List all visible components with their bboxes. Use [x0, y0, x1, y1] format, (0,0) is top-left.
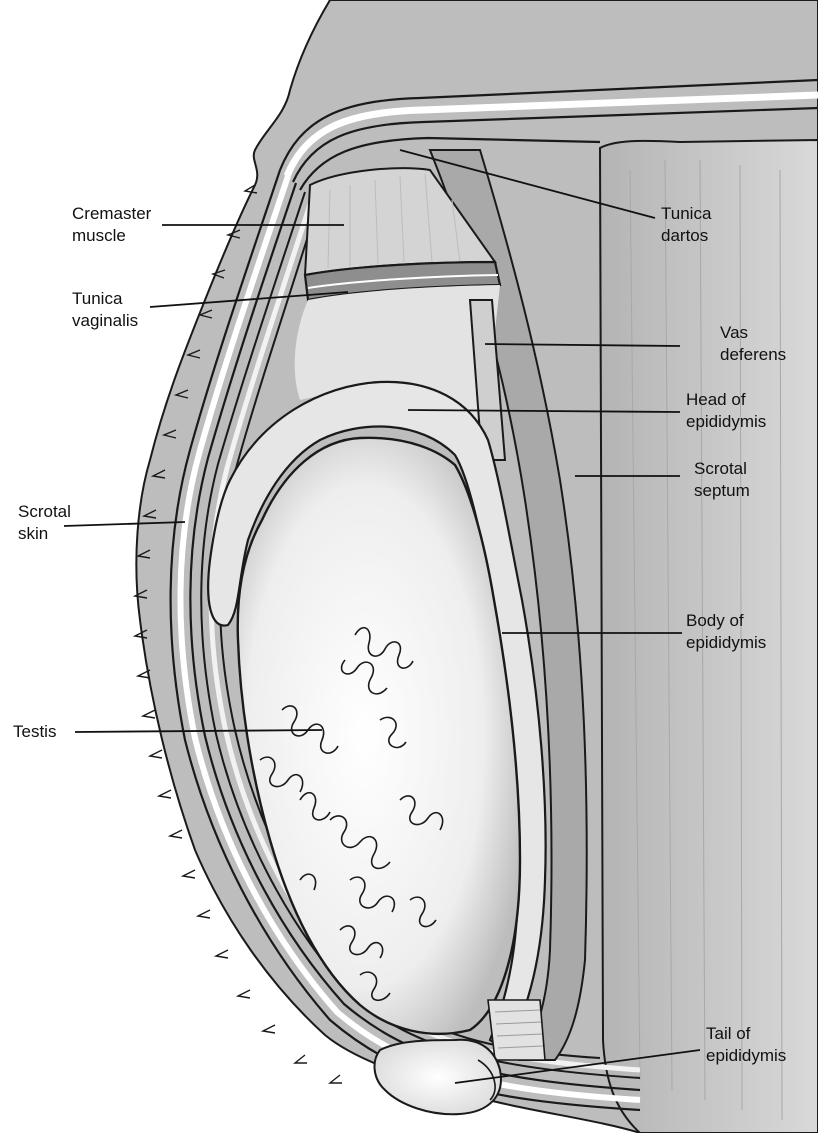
label-tunica-vaginalis-line2: vaginalis — [72, 310, 138, 332]
tail-of-epididymis — [375, 1040, 501, 1114]
label-head-of-epididymis: Head of epididymis — [686, 389, 766, 433]
scrotal-ligament — [488, 1000, 545, 1060]
label-body-of-epididymis-line2: epididymis — [686, 632, 766, 654]
label-tunica-vaginalis: Tunica vaginalis — [72, 288, 138, 332]
label-body-of-epididymis: Body of epididymis — [686, 610, 766, 654]
label-testis-line1: Testis — [13, 721, 56, 743]
label-vas-deferens-line1: Vas — [720, 322, 786, 344]
label-tail-of-epididymis-line2: epididymis — [706, 1045, 786, 1067]
label-tunica-dartos-line2: dartos — [661, 225, 711, 247]
label-head-of-epididymis-line2: epididymis — [686, 411, 766, 433]
label-tail-of-epididymis-line1: Tail of — [706, 1023, 786, 1045]
label-vas-deferens-line2: deferens — [720, 344, 786, 366]
label-scrotal-skin-line2: skin — [18, 523, 71, 545]
label-cremaster-line2: muscle — [72, 225, 151, 247]
label-scrotal-skin-line1: Scrotal — [18, 501, 71, 523]
label-scrotal-septum: Scrotal septum — [694, 458, 750, 502]
label-scrotal-skin: Scrotal skin — [18, 501, 71, 545]
label-head-of-epididymis-line1: Head of — [686, 389, 766, 411]
label-tunica-dartos-line1: Tunica — [661, 203, 711, 225]
label-scrotal-septum-line1: Scrotal — [694, 458, 750, 480]
label-tunica-dartos: Tunica dartos — [661, 203, 711, 247]
label-cremaster-muscle: Cremaster muscle — [72, 203, 151, 247]
label-tunica-vaginalis-line1: Tunica — [72, 288, 138, 310]
label-cremaster-line1: Cremaster — [72, 203, 151, 225]
label-vas-deferens: Vas deferens — [720, 322, 786, 366]
label-testis: Testis — [13, 721, 56, 743]
label-scrotal-septum-line2: septum — [694, 480, 750, 502]
label-body-of-epididymis-line1: Body of — [686, 610, 766, 632]
label-tail-of-epididymis: Tail of epididymis — [706, 1023, 786, 1067]
